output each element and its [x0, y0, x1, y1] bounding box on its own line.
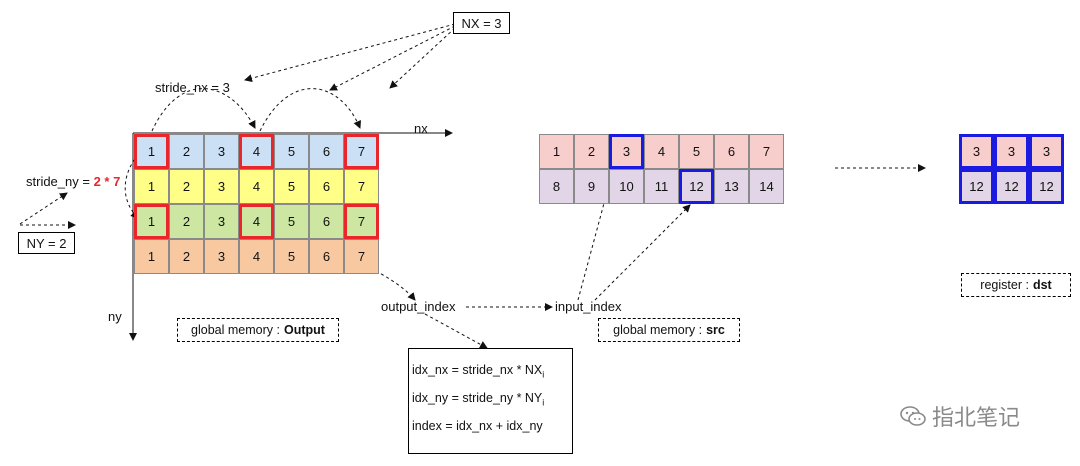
output-grid-cell: 1: [134, 169, 169, 204]
formula-line-3: index = idx_nx + idx_ny: [412, 419, 572, 447]
src-grid-cell: 2: [574, 134, 609, 169]
dst-grid-cell: 12: [959, 169, 994, 204]
src-memory-prefix: global memory :: [613, 323, 703, 337]
output-memory-box: global memory :Output: [177, 318, 339, 342]
output-grid-cell: 4: [239, 169, 274, 204]
arrow-input-to-src-3: [577, 154, 620, 301]
arrow-nx-to-stride: [244, 23, 456, 83]
dst-grid-cell: 12: [994, 169, 1029, 204]
output-index-label: output_index: [381, 299, 456, 314]
output-grid-cell: 6: [309, 239, 344, 274]
output-grid-cell: 1: [134, 239, 169, 274]
src-grid-cell: 7: [749, 134, 784, 169]
formula-line-2: idx_ny = stride_ny * NYi: [412, 391, 572, 419]
stride-ny-label: stride_ny = 2 * 7: [26, 174, 120, 189]
output-grid-cell: 4: [239, 134, 274, 169]
output-memory-name: Output: [283, 323, 325, 337]
output-grid-cell: 2: [169, 134, 204, 169]
arrow-output-to-formula: [424, 313, 488, 349]
src-memory-name: src: [706, 323, 725, 337]
output-grid-cell: 4: [239, 204, 274, 239]
src-grid-cell: 13: [714, 169, 749, 204]
formula-line-2-sub: i: [542, 397, 545, 408]
output-grid-cell: 4: [239, 239, 274, 274]
stride-ny-prefix: stride_ny =: [26, 174, 94, 189]
src-grid-cell: 1: [539, 134, 574, 169]
src-grid-cell: 8: [539, 169, 574, 204]
ny-const-box: NY = 2: [18, 232, 75, 254]
output-grid-cell: 6: [309, 204, 344, 239]
nx-const-box: NX = 3: [453, 12, 510, 34]
arrow-nx-to-grid-b: [389, 27, 456, 89]
arrow-ny-diag: [19, 192, 68, 225]
dst-grid-cell: 12: [1029, 169, 1064, 204]
arrow-nx-to-grid-a: [329, 25, 456, 91]
axis-ny-label: ny: [108, 309, 122, 324]
dst-register-prefix: register :: [980, 278, 1029, 292]
arrow-hop-2: [259, 88, 361, 132]
output-grid-cell: 5: [274, 134, 309, 169]
output-grid-cell: 7: [344, 239, 379, 274]
output-grid-cell: 5: [274, 169, 309, 204]
output-memory-prefix: global memory :: [191, 323, 280, 337]
output-grid-cell: 3: [204, 169, 239, 204]
dst-grid-cell: 3: [1029, 134, 1064, 169]
watermark: 指北笔记: [900, 400, 1020, 432]
src-grid-cell: 11: [644, 169, 679, 204]
src-grid-cell: 14: [749, 169, 784, 204]
input-index-label: input_index: [555, 299, 622, 314]
output-grid-cell: 5: [274, 239, 309, 274]
stride-nx-label: stride_nx = 3: [155, 80, 230, 95]
arrow-hop-1: [151, 88, 256, 132]
output-grid-cell: 3: [204, 204, 239, 239]
src-grid-cell: 3: [609, 134, 644, 169]
formula-line-1: idx_nx = stride_nx * NXi: [412, 363, 572, 391]
output-grid-cell: 1: [134, 204, 169, 239]
formula-line-1-text: idx_nx = stride_nx * NX: [412, 363, 543, 377]
nx-const-label: NX = 3: [461, 15, 502, 31]
formula-line-3-text: index = idx_nx + idx_ny: [412, 419, 543, 433]
output-grid-cell: 3: [204, 134, 239, 169]
wechat-icon: [900, 406, 926, 426]
ny-const-label: NY = 2: [26, 235, 67, 251]
src-grid-cell: 12: [679, 169, 714, 204]
stride-ny-value: 2 * 7: [93, 174, 121, 189]
dst-grid-cell: 3: [959, 134, 994, 169]
output-grid-cell: 2: [169, 169, 204, 204]
output-grid-cell: 6: [309, 134, 344, 169]
formula-line-1-sub: i: [542, 369, 545, 380]
src-grid-cell: 4: [644, 134, 679, 169]
output-grid-cell: 1: [134, 134, 169, 169]
src-grid-cell: 9: [574, 169, 609, 204]
output-grid-cell: 2: [169, 239, 204, 274]
src-memory-box: global memory :src: [598, 318, 740, 342]
src-grid-cell: 6: [714, 134, 749, 169]
arrow-input-to-src-12: [594, 204, 691, 301]
axis-nx-label: nx: [414, 121, 428, 136]
output-grid-cell: 7: [344, 204, 379, 239]
output-grid-cell: 7: [344, 169, 379, 204]
index-formula-box: idx_nx = stride_nx * NXi idx_ny = stride…: [408, 348, 573, 454]
dst-register-box: register :dst: [961, 273, 1071, 297]
dst-register-name: dst: [1032, 278, 1052, 292]
output-grid-cell: 3: [204, 239, 239, 274]
output-grid-cell: 6: [309, 169, 344, 204]
src-grid-cell: 5: [679, 134, 714, 169]
output-grid-cell: 5: [274, 204, 309, 239]
arrow-stride-ny: [124, 142, 153, 219]
watermark-text: 指北笔记: [932, 405, 1021, 430]
src-grid-cell: 10: [609, 169, 644, 204]
output-grid-cell: 2: [169, 204, 204, 239]
output-grid-cell: 7: [344, 134, 379, 169]
dst-grid-cell: 3: [994, 134, 1029, 169]
formula-line-2-text: idx_ny = stride_ny * NY: [412, 391, 543, 405]
